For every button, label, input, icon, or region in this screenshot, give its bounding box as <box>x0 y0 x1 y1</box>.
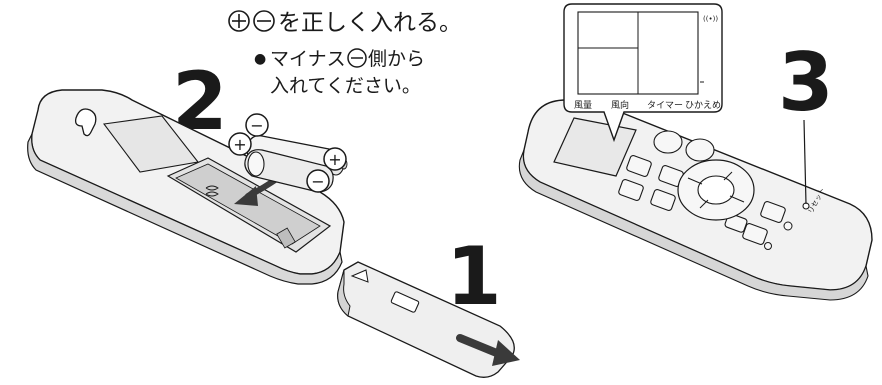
small-button <box>783 221 793 231</box>
lcd-label-timer: タイマー <box>647 100 683 111</box>
square-button-5 <box>760 201 786 223</box>
polarity-minus-top-icon: − <box>245 113 269 137</box>
signal-icon: ((•)) <box>703 15 718 23</box>
cover-latch <box>390 291 420 313</box>
batteries: − + + − <box>228 113 348 193</box>
square-button-6 <box>742 223 768 245</box>
lcd-label-direction: 風向 <box>611 99 629 111</box>
bullet: ● <box>254 51 266 67</box>
instruction-line-3: 入れてください。 <box>270 75 421 97</box>
square-button-3 <box>618 179 644 201</box>
slide-arrow-head-icon <box>492 340 520 366</box>
direction-pad <box>677 159 755 221</box>
plus-circle-icon <box>228 10 250 32</box>
small-button-2 <box>764 242 772 250</box>
instruction-text: を正しく入れる。 ● マイナス 側から 入れてください。 <box>228 10 462 97</box>
remote-front: リセット <box>518 99 873 301</box>
polarity-minus-bottom-icon: − <box>306 169 330 193</box>
hanging-hole-icon <box>74 108 97 137</box>
svg-text:−: − <box>311 172 324 191</box>
step-3-number: 3 <box>778 36 834 129</box>
spring-contact-icon <box>205 185 219 197</box>
lcd-label-fan: 風量 <box>574 100 592 111</box>
battery-cover <box>337 261 520 378</box>
instruction-line-2-suffix: 側から <box>368 48 425 70</box>
cover-tab-arrow-icon <box>350 269 369 283</box>
square-button-4 <box>650 189 676 211</box>
svg-text:+: + <box>328 150 341 169</box>
remote-back-edge <box>27 133 343 285</box>
polarity-plus-left-icon: + <box>228 132 252 156</box>
instruction-line-2: マイナス <box>270 48 346 70</box>
lcd-label-eco: ひかえめ <box>685 100 721 111</box>
round-button-2 <box>685 138 715 162</box>
insert-arrow-head-icon <box>234 186 258 206</box>
square-button-1 <box>626 155 652 177</box>
svg-text:+: + <box>233 135 246 154</box>
svg-text:−: − <box>250 116 263 135</box>
instruction-line-1: を正しく入れる。 <box>278 10 462 36</box>
remote-front-edge <box>518 149 869 301</box>
minus-circle-icon <box>253 10 275 32</box>
remote-back-open <box>27 89 345 285</box>
reset-pointer-line <box>803 119 807 205</box>
minus-circle-small-icon <box>347 48 367 68</box>
round-button-1 <box>653 130 683 154</box>
terminal-contact <box>276 227 296 249</box>
lcd-callout: ((•)) 風量 風向 タイマー ひかえめ <box>563 3 723 143</box>
polarity-plus-right-icon: + <box>323 147 347 171</box>
